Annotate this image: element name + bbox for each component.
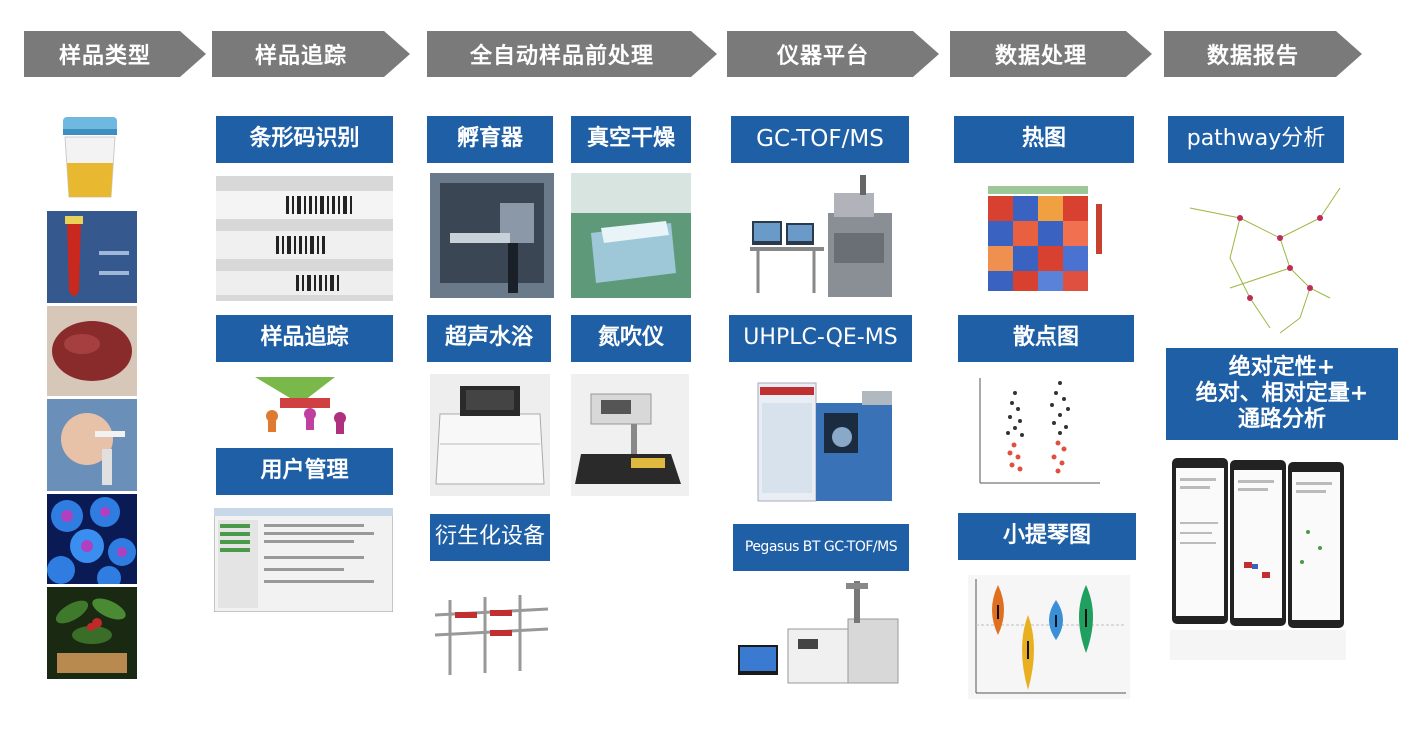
scatter-plot-image bbox=[960, 373, 1105, 496]
report-summary-label: 绝对定性+ 绝对、相对定量+ 通路分析 bbox=[1166, 348, 1398, 440]
gctof-label: GC-TOF/MS bbox=[731, 116, 909, 163]
gctof-instrument-image bbox=[748, 173, 900, 305]
uhplc-instrument-image bbox=[752, 373, 900, 505]
report-line-2: 绝对、相对定量+ bbox=[1195, 381, 1369, 407]
violin-plot-image bbox=[968, 575, 1130, 699]
vacuum-dry-label: 真空干燥 bbox=[571, 116, 691, 163]
heatmap-image bbox=[958, 174, 1130, 296]
pathway-network-image bbox=[1170, 178, 1350, 341]
pegasus-instrument-image bbox=[736, 579, 906, 689]
pathway-label: pathway分析 bbox=[1168, 116, 1344, 163]
scatter-label: 散点图 bbox=[958, 315, 1134, 362]
nitrogen-blower-image bbox=[571, 374, 689, 496]
stage-sample-type: 样品类型 bbox=[24, 31, 206, 77]
liver-tissue-image bbox=[47, 306, 137, 396]
stage-sample-tracking: 样品追踪 bbox=[212, 31, 410, 77]
incubator-image bbox=[430, 173, 554, 298]
user-mgmt-screenshot bbox=[214, 508, 393, 612]
pegasus-label: Pegasus BT GC-TOF/MS bbox=[733, 524, 909, 571]
nitrogen-label: 氮吹仪 bbox=[571, 315, 691, 362]
saliva-sample-image bbox=[47, 399, 137, 491]
user-mgmt-label: 用户管理 bbox=[216, 448, 393, 495]
ultrasonic-image bbox=[430, 374, 550, 496]
ultrasonic-label: 超声水浴 bbox=[427, 315, 551, 362]
heatmap-label: 热图 bbox=[954, 116, 1134, 163]
tracking-label: 样品追踪 bbox=[216, 315, 393, 362]
derivatization-label: 衍生化设备 bbox=[430, 514, 550, 561]
blood-tube-image bbox=[47, 211, 137, 303]
plant-image bbox=[47, 587, 137, 679]
incubator-label: 孵育器 bbox=[427, 116, 553, 163]
stage-data-processing: 数据处理 bbox=[950, 31, 1152, 77]
tracking-image bbox=[240, 372, 370, 437]
urine-cup-image bbox=[55, 115, 125, 200]
report-phones-image bbox=[1170, 452, 1346, 660]
report-line-3: 通路分析 bbox=[1237, 406, 1326, 432]
report-line-1: 绝对定性+ bbox=[1228, 355, 1336, 381]
stage-instrument-platform: 仪器平台 bbox=[727, 31, 939, 77]
violin-label: 小提琴图 bbox=[958, 513, 1136, 560]
cells-image bbox=[47, 494, 137, 584]
vacuum-dry-image bbox=[571, 173, 691, 298]
barcode-label: 条形码识别 bbox=[216, 116, 393, 163]
uhplc-label: UHPLC-QE-MS bbox=[729, 315, 912, 362]
stage-auto-pretreatment: 全自动样品前处理 bbox=[427, 31, 717, 77]
stage-data-report: 数据报告 bbox=[1164, 31, 1362, 77]
barcode-image bbox=[216, 176, 393, 301]
derivatization-image bbox=[430, 585, 554, 677]
